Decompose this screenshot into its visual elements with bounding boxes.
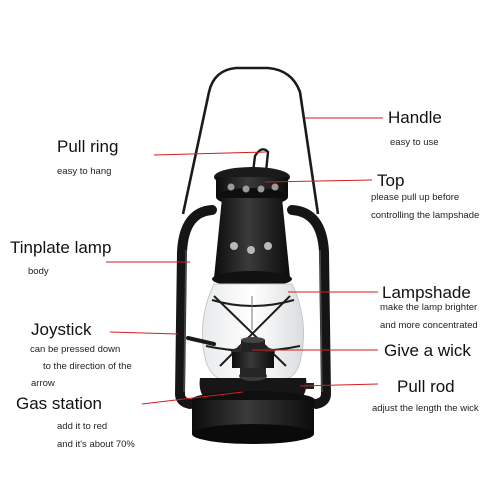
label-joystick-desc-1: can be pressed down	[30, 344, 121, 355]
leader-joystick	[109, 331, 179, 335]
label-pull-ring-desc: easy to hang	[57, 166, 112, 177]
label-joystick-desc-3: arrow	[31, 378, 55, 389]
right-side-tube	[287, 205, 332, 409]
left-side-tube	[174, 205, 217, 409]
label-pull-rod-desc: adjust the length the wick	[372, 403, 479, 414]
label-lampshade-title: Lampshade	[382, 283, 471, 302]
pull-ring	[251, 148, 270, 173]
label-joystick-title: Joystick	[31, 320, 92, 339]
label-handle-title: Handle	[388, 108, 442, 127]
handle-wire	[181, 66, 320, 215]
burner	[231, 337, 275, 368]
label-give-wick-title: Give a wick	[384, 341, 471, 360]
joystick-lever	[186, 336, 216, 346]
label-top-desc-1: please pull up before	[371, 192, 460, 203]
leader-pull-ring	[153, 151, 267, 156]
leader-gas-station	[141, 391, 244, 405]
label-top-title: Top	[377, 171, 405, 190]
fuel-tank	[191, 368, 315, 444]
label-pull-rod-title: Pull rod	[397, 377, 455, 396]
leader-lines	[106, 117, 383, 405]
label-pull-ring-title: Pull ring	[57, 137, 119, 156]
label-gas-station-desc-1: add it to red	[57, 421, 108, 432]
leader-top	[264, 179, 373, 183]
label-tinplate-lamp-title: Tinplate lamp	[10, 238, 112, 257]
label-top-desc-2: controlling the lampshade	[371, 210, 480, 221]
label-lampshade-desc-2: and more concentrated	[380, 320, 478, 331]
label-gas-station-title: Gas station	[16, 394, 102, 413]
label-gas-station-desc-2: and it's about 70%	[57, 439, 135, 450]
leader-pull-rod	[299, 383, 379, 387]
upper-chamber	[212, 198, 292, 287]
label-joystick-desc-2: to the direction of the	[43, 361, 132, 372]
label-lampshade-desc-1: make the lamp brighter	[380, 302, 478, 313]
label-handle-desc: easy to use	[390, 137, 439, 148]
label-tinplate-lamp-desc: body	[28, 266, 49, 277]
